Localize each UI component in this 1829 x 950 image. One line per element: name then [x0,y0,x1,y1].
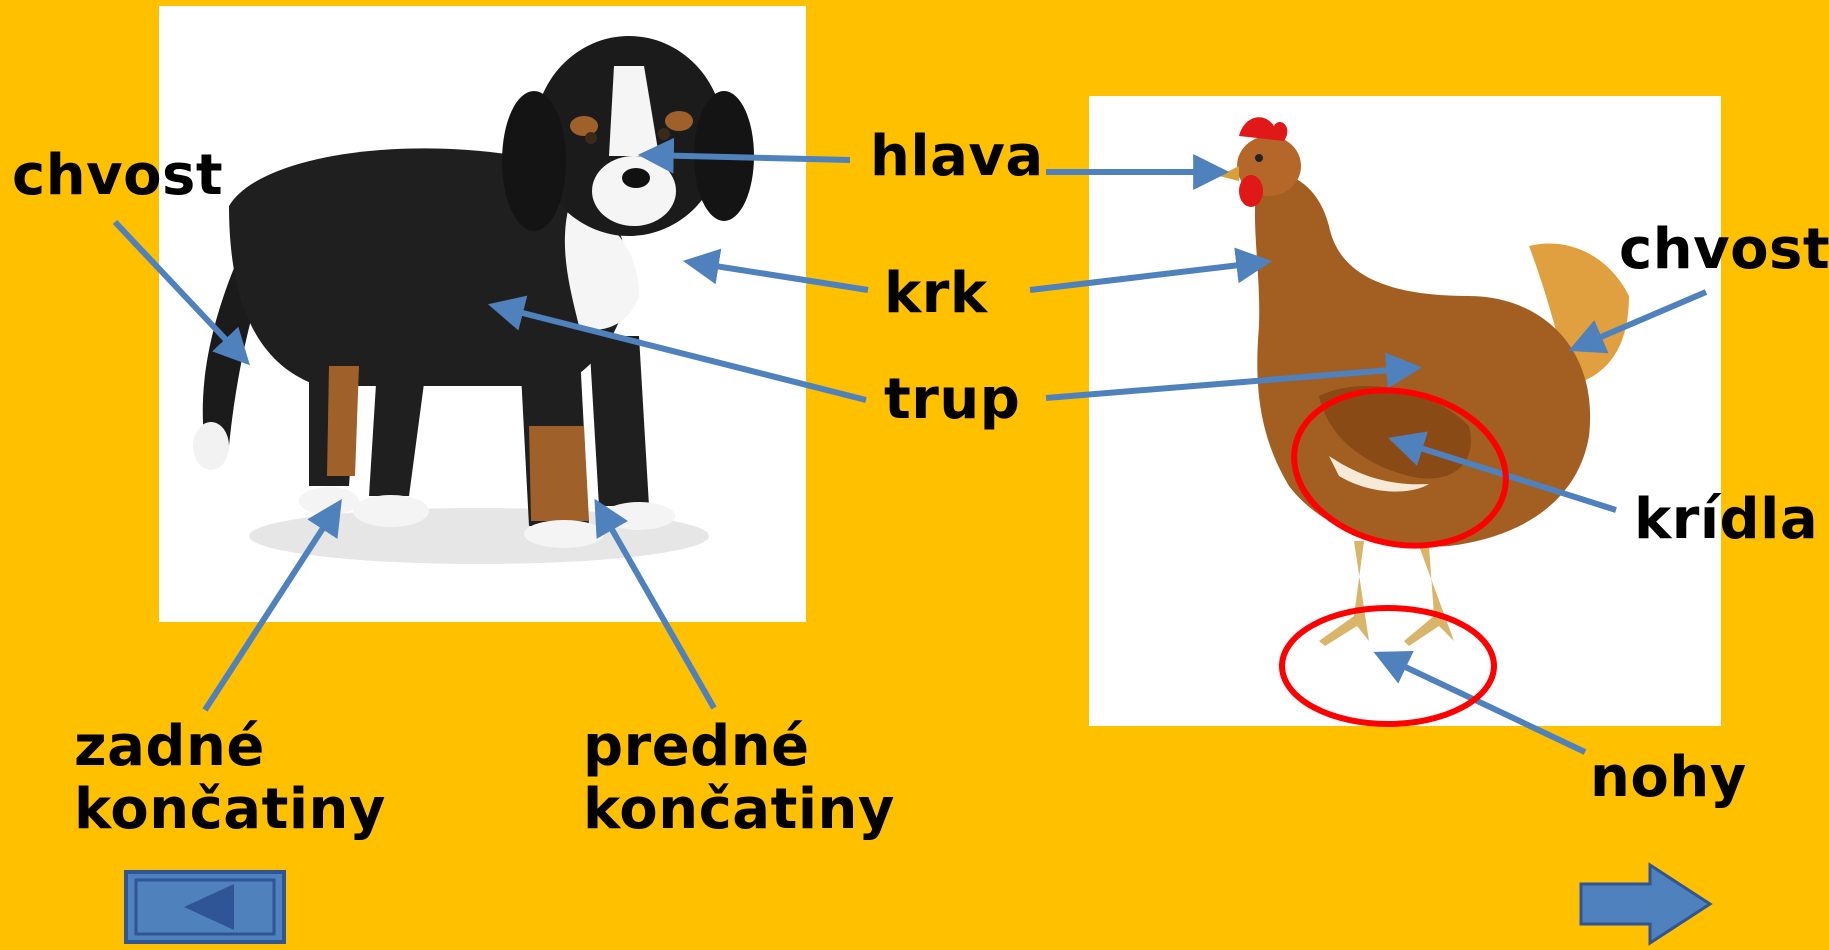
arrow-dog-front-legs [598,505,714,708]
label-dog-tail: chvost [12,144,223,207]
label-hen-tail: chvost [1619,218,1829,281]
label-hen-wings: krídla [1634,488,1818,551]
arrow-dog-trunk [495,306,866,400]
back-arrow-icon [124,870,286,944]
back-button[interactable] [124,870,286,944]
arrow-dog-tail [115,222,245,360]
label-hen-legs: nohy [1590,746,1747,809]
forward-button[interactable] [1578,862,1714,946]
arrow-dog-head [645,155,850,160]
label-dog-hind-legs-line2: končatiny [74,778,386,841]
label-neck: krk [884,262,988,325]
label-trunk: trup [884,368,1020,431]
arrow-dog-hind-legs [205,505,338,710]
label-dog-front-legs-line1: predné [583,715,895,778]
forward-arrow-icon [1578,862,1714,946]
label-dog-hind-legs-line1: zadné [74,715,386,778]
highlight-hen-legs [1282,608,1494,724]
arrow-hen-tail [1575,292,1706,348]
label-dog-hind-legs: zadné končatiny [74,715,386,842]
label-dog-front-legs: predné končatiny [583,715,895,842]
arrow-hen-neck [1030,262,1265,290]
arrow-hen-legs [1380,655,1585,752]
label-dog-front-legs-line2: končatiny [583,778,895,841]
arrow-dog-neck [690,262,868,290]
label-head: hlava [870,125,1044,188]
